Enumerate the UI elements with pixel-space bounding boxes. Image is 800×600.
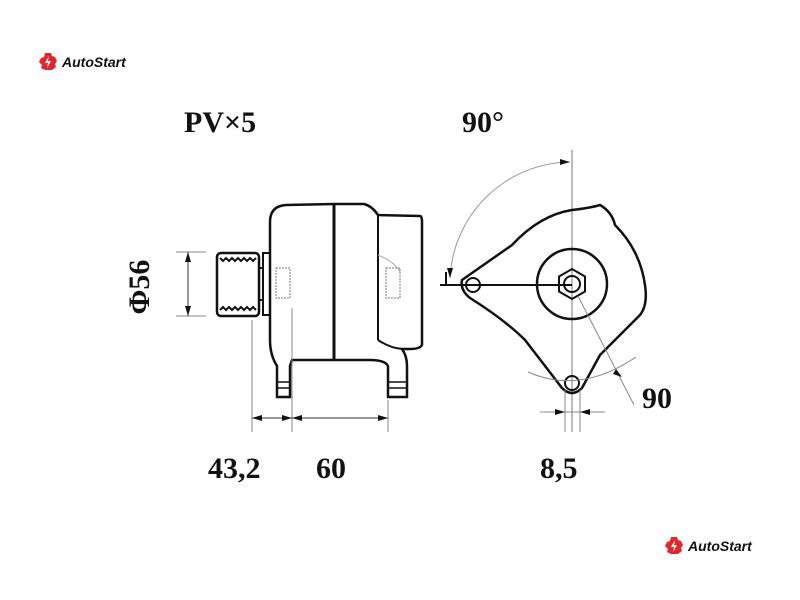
pulley-label: PV×5 xyxy=(184,106,257,139)
hole-size-label: 8,5 xyxy=(540,452,578,485)
autostart-logo-top: AutoStart xyxy=(38,52,126,72)
logo-gear-icon xyxy=(39,53,57,70)
logo-text: AutoStart xyxy=(688,538,752,554)
diameter-label: Φ56 xyxy=(123,259,156,315)
pulley xyxy=(215,251,263,318)
pulley-offset-label: 43,2 xyxy=(208,452,261,485)
side-view xyxy=(176,202,424,432)
autostart-logo-bottom: AutoStart xyxy=(664,536,752,556)
radius-label: 90 xyxy=(642,382,672,415)
logo-text: AutoStart xyxy=(62,54,126,70)
angle-label: 90° xyxy=(462,106,504,139)
front-view xyxy=(440,150,648,432)
diameter-dimension xyxy=(176,251,206,317)
logo-gear-icon xyxy=(665,537,683,554)
mount-spacing-label: 60 xyxy=(316,452,346,485)
bottom-dimensions xyxy=(251,308,389,432)
